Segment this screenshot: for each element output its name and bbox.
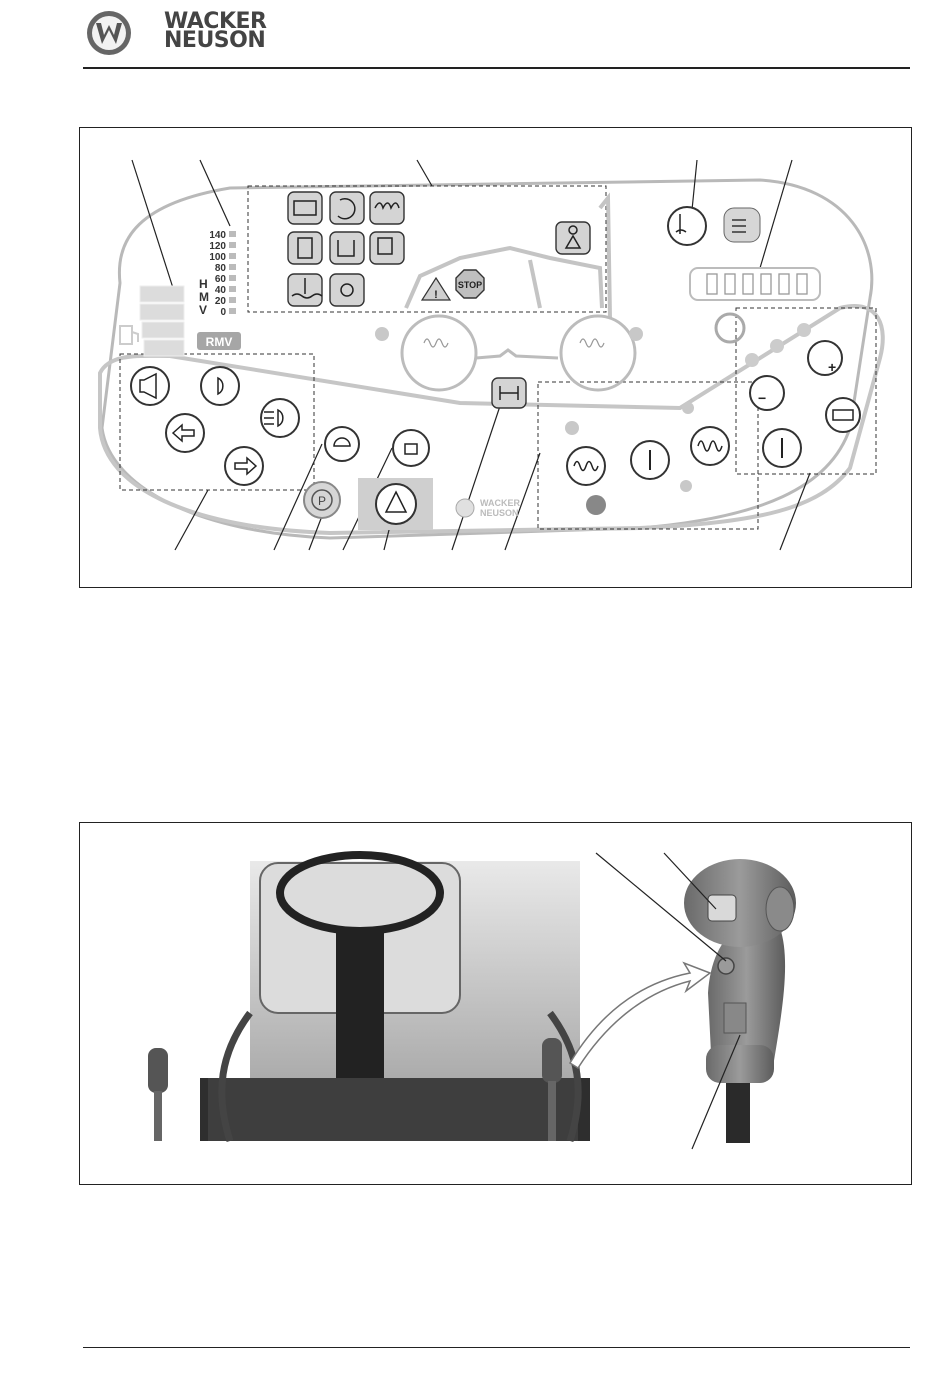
wacker-neuson-logo — [86, 10, 132, 56]
hazard-lights-button — [358, 478, 433, 530]
vibration-on-off-button — [631, 441, 669, 479]
spray-system-button — [724, 208, 760, 242]
rmv-label: RMV — [206, 335, 233, 349]
joystick-figure — [79, 822, 912, 1185]
mode-letter-h: H — [199, 277, 208, 291]
rmv-badge: RMV — [197, 332, 241, 350]
beacon-button — [393, 430, 429, 466]
oil-pressure-icon — [330, 274, 364, 306]
brand-wordmark: WACKER NEUSON — [164, 12, 266, 50]
panel-brand: WACKER NEUSON — [456, 498, 520, 518]
parking-brake-button: P — [304, 482, 340, 518]
operator-station-photo — [148, 855, 590, 1141]
panel-brand-line2: NEUSON — [480, 508, 519, 518]
work-light-button — [325, 427, 359, 461]
svg-text:+: + — [828, 359, 836, 375]
mode-letter-v: V — [199, 303, 207, 317]
footer-rule — [83, 1347, 910, 1348]
fuel-pump-icon — [120, 326, 138, 344]
speed-tick: 100 — [209, 252, 226, 263]
joystick-detail — [684, 859, 796, 1143]
instrument-panel-drawing: 140 120 100 80 60 40 20 0 H M V RMV — [80, 128, 911, 587]
air-filter-icon — [288, 232, 322, 264]
joystick-photo — [80, 823, 911, 1184]
sprinkler-minus-button: − — [750, 376, 784, 410]
drum-lamps — [375, 327, 643, 341]
speed-tick: 140 — [209, 230, 226, 241]
key-switch — [716, 314, 744, 342]
warning-triangle-icon: ! — [422, 278, 450, 301]
mode-letters: H M V — [199, 277, 209, 317]
vibration-low-button — [567, 447, 605, 485]
turn-left-button — [166, 414, 204, 452]
sprinkler-plus-button: + — [808, 341, 842, 375]
automatic-vibration-icon — [586, 495, 606, 515]
vibration-high-button — [691, 427, 729, 465]
main-beam-button — [261, 399, 299, 437]
horn-button — [131, 367, 169, 405]
speed-tick: 20 — [215, 296, 227, 307]
speed-tick: 120 — [209, 241, 226, 252]
header-rule — [83, 67, 910, 69]
fuel-level-gauge — [140, 286, 184, 356]
edge-cutter-button — [826, 398, 860, 432]
speed-tick: 40 — [215, 285, 227, 296]
svg-text:!: ! — [434, 289, 438, 301]
sprinkler-lamps — [745, 323, 811, 367]
hydraulic-oil-temp-icon — [330, 232, 364, 264]
parking-label: P — [318, 494, 326, 508]
battery-charge-icon — [288, 192, 322, 224]
speed-scale-segments — [229, 231, 236, 314]
digital-display — [690, 268, 820, 300]
mode-letter-m: M — [199, 290, 209, 304]
seat-belt-icon — [556, 222, 590, 254]
brand-line2: NEUSON — [164, 31, 266, 50]
speed-tick: 0 — [220, 307, 226, 318]
drum-vibration-glyphs — [424, 339, 604, 347]
svg-text:−: − — [758, 390, 766, 406]
vibration-lock-button — [668, 207, 706, 245]
stop-label: STOP — [458, 280, 482, 290]
fuel-water-icon — [370, 232, 404, 264]
dipped-beam-button — [201, 367, 239, 405]
detail-arrow — [570, 963, 710, 1068]
sprinkler-on-off-button — [763, 429, 801, 467]
stop-indicator: STOP — [456, 270, 484, 298]
drive-lock-button — [492, 378, 526, 408]
speed-tick: 60 — [215, 274, 227, 285]
instrument-panel-figure: 140 120 100 80 60 40 20 0 H M V RMV — [79, 127, 912, 588]
callout-lines — [132, 160, 810, 550]
panel-brand-line1: WACKER — [480, 498, 520, 508]
speed-scale: 140 120 100 80 60 40 20 0 — [209, 230, 226, 318]
turn-right-button — [225, 447, 263, 485]
speed-tick: 80 — [215, 263, 227, 274]
